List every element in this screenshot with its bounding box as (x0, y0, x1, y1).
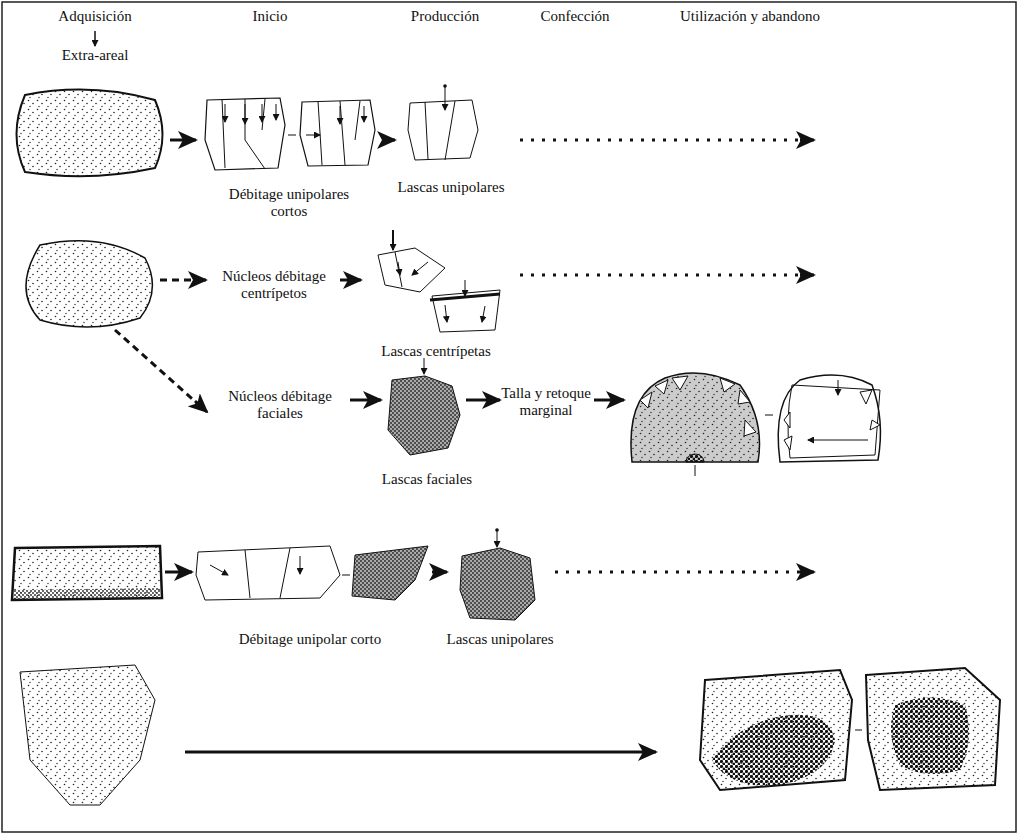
stage-label: Lascas unipolares (396, 179, 506, 196)
stage-label: Lascas unipolares (440, 631, 560, 648)
stage-node: Lascas unipolares (396, 84, 506, 196)
stage-label: Núcleos débitage faciales (212, 388, 348, 422)
column-heading: Producción (395, 8, 495, 25)
column-heading: Confección (525, 8, 625, 25)
column-heading: Extra-areal (40, 47, 150, 64)
flow-arrow (350, 399, 381, 402)
column-heading: Adquisición (40, 8, 150, 25)
step-label: Talla y retoque marginal (500, 385, 592, 419)
stage-node: Lascas faciales (382, 356, 472, 488)
stage-node: Núcleos débitage faciales (212, 378, 348, 422)
stage-label: Lascas faciales (372, 471, 482, 488)
flow-arrow (432, 571, 447, 574)
stage-node: Débitage unipolares cortos (195, 92, 383, 220)
column-heading: Inicio (220, 8, 320, 25)
stage-label: Lascas centrípetas (362, 343, 510, 360)
stage-label: Débitage unipolares cortos (214, 186, 364, 220)
flow-arrow (385, 139, 395, 142)
stage-node: Núcleos débitage centrípetos (210, 258, 338, 302)
column-heading: Utilización y abandono (650, 8, 850, 25)
stage-label: Débitage unipolar corto (190, 631, 430, 648)
stage-node: Lascas centrípetas (362, 226, 510, 360)
stage-label: Núcleos débitage centrípetos (210, 268, 338, 302)
stage-node: Débitage unipolar corto (190, 540, 430, 648)
stage-node: Lascas unipolares (448, 526, 552, 648)
flow-arrow (340, 279, 361, 282)
